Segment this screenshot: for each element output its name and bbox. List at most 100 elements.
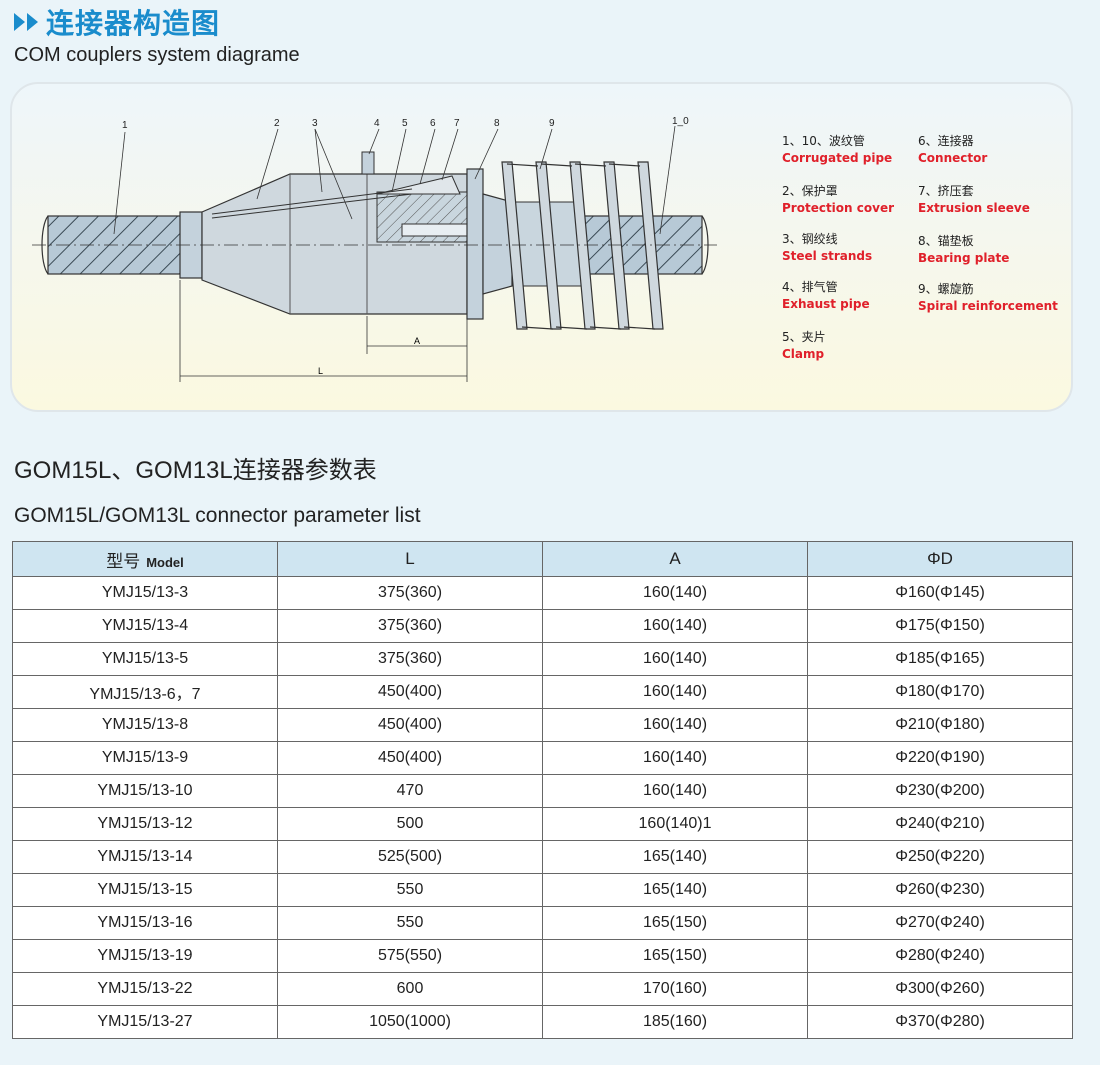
arrow-icon (14, 13, 25, 31)
cell-a: 165(140) (542, 873, 808, 907)
page-header: 连接器构造图 COM couplers system diagrame (14, 2, 300, 67)
dim-a-label: A (414, 336, 420, 346)
section-subtitle: GOM15L/GOM13L connector parameter list (14, 504, 421, 527)
legend-item-en: Protection cover (782, 201, 894, 215)
cell-d: Φ185(Φ165) (807, 642, 1073, 676)
cell-l: 375(360) (277, 642, 543, 676)
cell-a: 160(140) (542, 741, 808, 775)
cell-model: YMJ15/13-27 (12, 1005, 278, 1039)
cell-d: Φ270(Φ240) (807, 906, 1073, 940)
cell-d: Φ175(Φ150) (807, 609, 1073, 643)
legend-item-en: Exhaust pipe (782, 297, 870, 311)
part-number-5: 5 (402, 118, 408, 129)
cell-l: 450(400) (277, 741, 543, 775)
legend-item-cn: 2、保护罩 (782, 184, 838, 198)
col-header-a: A (542, 541, 808, 577)
arrow-icon (27, 13, 38, 31)
cell-model: YMJ15/13-19 (12, 939, 278, 973)
cell-d: Φ370(Φ280) (807, 1005, 1073, 1039)
part-number-10: 1_0 (672, 116, 689, 127)
cell-model: YMJ15/13-5 (12, 642, 278, 676)
legend-item-cn: 3、钢绞线 (782, 232, 838, 246)
cell-l: 450(400) (277, 708, 543, 742)
cell-a: 160(140) (542, 708, 808, 742)
coupler-diagram: A L 1 2 3 4 5 6 7 8 9 1_0 (32, 116, 717, 382)
cell-d: Φ230(Φ200) (807, 774, 1073, 808)
legend-item: 2、保护罩 Protection cover (782, 182, 922, 215)
cell-d: Φ240(Φ210) (807, 807, 1073, 841)
cell-l: 575(550) (277, 939, 543, 973)
part-number-6: 6 (430, 118, 436, 129)
cell-a: 160(140) (542, 609, 808, 643)
cell-a: 160(140)1 (542, 807, 808, 841)
legend-item: 9、螺旋筋 Spiral reinforcement (918, 280, 1071, 313)
part-number-9: 9 (549, 118, 555, 129)
part-number-1: 1 (122, 120, 128, 131)
legend-item-cn: 9、螺旋筋 (918, 282, 974, 296)
cell-l: 550 (277, 873, 543, 907)
dim-l-label: L (318, 366, 323, 376)
legend-item: 5、夹片 Clamp (782, 328, 922, 361)
part-number-7: 7 (454, 118, 460, 129)
legend-item: 3、钢绞线 Steel strands (782, 230, 922, 263)
cell-d: Φ280(Φ240) (807, 939, 1073, 973)
cell-a: 165(150) (542, 906, 808, 940)
legend-item-cn: 1、10、波纹管 (782, 134, 865, 148)
part-number-labels: 1 2 3 4 5 6 7 8 9 1_0 (122, 116, 689, 131)
cell-d: Φ260(Φ230) (807, 873, 1073, 907)
part-number-4: 4 (374, 118, 380, 129)
cell-a: 160(140) (542, 576, 808, 610)
cell-l: 550 (277, 906, 543, 940)
legend-item-en: Corrugated pipe (782, 151, 893, 165)
leader-lines (113, 125, 676, 235)
col-header-model-cn: 型号 (106, 551, 141, 571)
spiral-reinforcement (501, 161, 664, 330)
legend-item-en: Bearing plate (918, 251, 1010, 265)
legend-item: 6、连接器 Connector (918, 132, 1058, 165)
cell-a: 160(140) (542, 642, 808, 676)
legend-item-cn: 8、锚垫板 (918, 234, 974, 248)
col-header-model-en: Model (146, 554, 184, 570)
legend-item-en: Clamp (782, 347, 825, 361)
part-number-3: 3 (312, 118, 318, 129)
cell-a: 170(160) (542, 972, 808, 1006)
cell-d: Φ210(Φ180) (807, 708, 1073, 742)
cell-a: 165(150) (542, 939, 808, 973)
cell-a: 160(140) (542, 774, 808, 808)
cell-l: 450(400) (277, 675, 543, 709)
cell-model: YMJ15/13-22 (12, 972, 278, 1006)
cell-l: 600 (277, 972, 543, 1006)
dimension-lines (179, 280, 468, 382)
legend-item-en: Spiral reinforcement (918, 299, 1058, 313)
cell-l: 470 (277, 774, 543, 808)
legend-item: 1、10、波纹管 Corrugated pipe (782, 132, 922, 165)
cell-model: YMJ15/13-6，7 (12, 675, 278, 709)
cell-model: YMJ15/13-8 (12, 708, 278, 742)
legend-item-cn: 4、排气管 (782, 280, 838, 294)
cell-l: 500 (277, 807, 543, 841)
cell-model: YMJ15/13-15 (12, 873, 278, 907)
legend-item: 7、挤压套 Extrusion sleeve (918, 182, 1058, 215)
legend-item-cn: 7、挤压套 (918, 184, 974, 198)
cell-l: 375(360) (277, 609, 543, 643)
part-number-8: 8 (494, 118, 500, 129)
cell-model: YMJ15/13-10 (12, 774, 278, 808)
cell-d: Φ220(Φ190) (807, 741, 1073, 775)
cell-model: YMJ15/13-14 (12, 840, 278, 874)
cell-model: YMJ15/13-3 (12, 576, 278, 610)
cell-a: 165(140) (542, 840, 808, 874)
cell-l: 1050(1000) (277, 1005, 543, 1039)
